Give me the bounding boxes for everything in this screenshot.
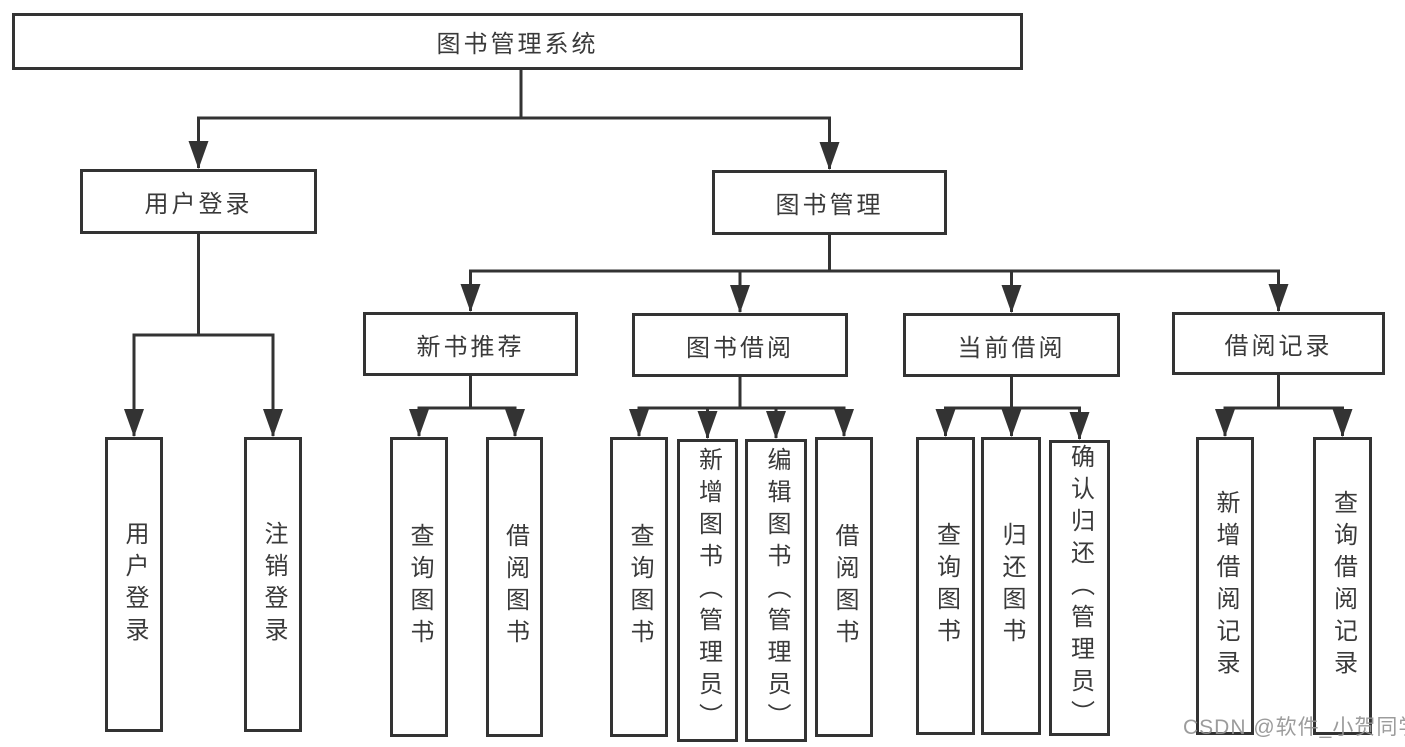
leaf-query-borrow-record-label: 查询借阅记录 bbox=[1329, 490, 1357, 682]
node-new-book-recommend: 新书推荐 bbox=[363, 312, 578, 376]
node-new-book-recommend-label: 新书推荐 bbox=[416, 333, 525, 361]
leaf-add-book-admin-label: 新增图书（管理员） bbox=[694, 446, 722, 735]
leaf-query-book-2-label: 查询图书 bbox=[626, 523, 653, 651]
leaf-return-book: 归还图书 bbox=[981, 437, 1041, 735]
leaf-borrow-book-2-label: 借阅图书 bbox=[831, 523, 858, 651]
node-book-borrow: 图书借阅 bbox=[632, 313, 848, 377]
leaf-query-borrow-record: 查询借阅记录 bbox=[1313, 437, 1372, 735]
leaf-edit-book-admin: 编辑图书（管理员） bbox=[745, 439, 807, 742]
leaf-add-borrow-record-label: 新增借阅记录 bbox=[1212, 490, 1239, 682]
node-book-borrow-label: 图书借阅 bbox=[686, 334, 794, 362]
leaf-confirm-return-admin: 确认归还（管理员） bbox=[1049, 440, 1110, 736]
leaf-add-book-admin: 新增图书（管理员） bbox=[677, 439, 738, 742]
leaf-query-book-1-label: 查询图书 bbox=[406, 523, 433, 651]
leaf-query-book-1: 查询图书 bbox=[390, 437, 448, 737]
leaf-query-book-3: 查询图书 bbox=[916, 437, 975, 735]
node-borrow-records: 借阅记录 bbox=[1172, 312, 1385, 375]
leaf-user-login: 用户登录 bbox=[105, 437, 163, 732]
leaf-borrow-book-2: 借阅图书 bbox=[815, 437, 873, 737]
node-root: 图书管理系统 bbox=[12, 13, 1023, 70]
node-current-borrow-label: 当前借阅 bbox=[957, 334, 1066, 362]
node-borrow-records-label: 借阅记录 bbox=[1224, 333, 1333, 360]
leaf-logout-label: 注销登录 bbox=[260, 520, 287, 649]
leaf-logout: 注销登录 bbox=[244, 437, 302, 732]
node-book-management-label: 图书管理 bbox=[775, 192, 884, 219]
node-user-login: 用户登录 bbox=[80, 169, 317, 234]
leaf-edit-book-admin-label: 编辑图书（管理员） bbox=[763, 446, 790, 735]
node-user-login-label: 用户登录 bbox=[144, 191, 253, 218]
leaf-borrow-book-1: 借阅图书 bbox=[486, 437, 543, 737]
watermark: CSDN @软件_小贺同学 bbox=[1183, 716, 1405, 739]
leaf-return-book-label: 归还图书 bbox=[998, 522, 1025, 650]
leaf-borrow-book-1-label: 借阅图书 bbox=[501, 523, 529, 651]
leaf-add-borrow-record: 新增借阅记录 bbox=[1196, 437, 1254, 735]
node-root-label: 图书管理系统 bbox=[436, 31, 599, 58]
leaf-user-login-label: 用户登录 bbox=[121, 520, 148, 649]
leaf-query-book-2: 查询图书 bbox=[610, 437, 668, 737]
node-book-management: 图书管理 bbox=[712, 170, 947, 235]
leaf-query-book-3-label: 查询图书 bbox=[932, 522, 960, 650]
leaf-confirm-return-admin-label: 确认归还（管理员） bbox=[1066, 444, 1094, 732]
node-current-borrow: 当前借阅 bbox=[903, 313, 1120, 377]
